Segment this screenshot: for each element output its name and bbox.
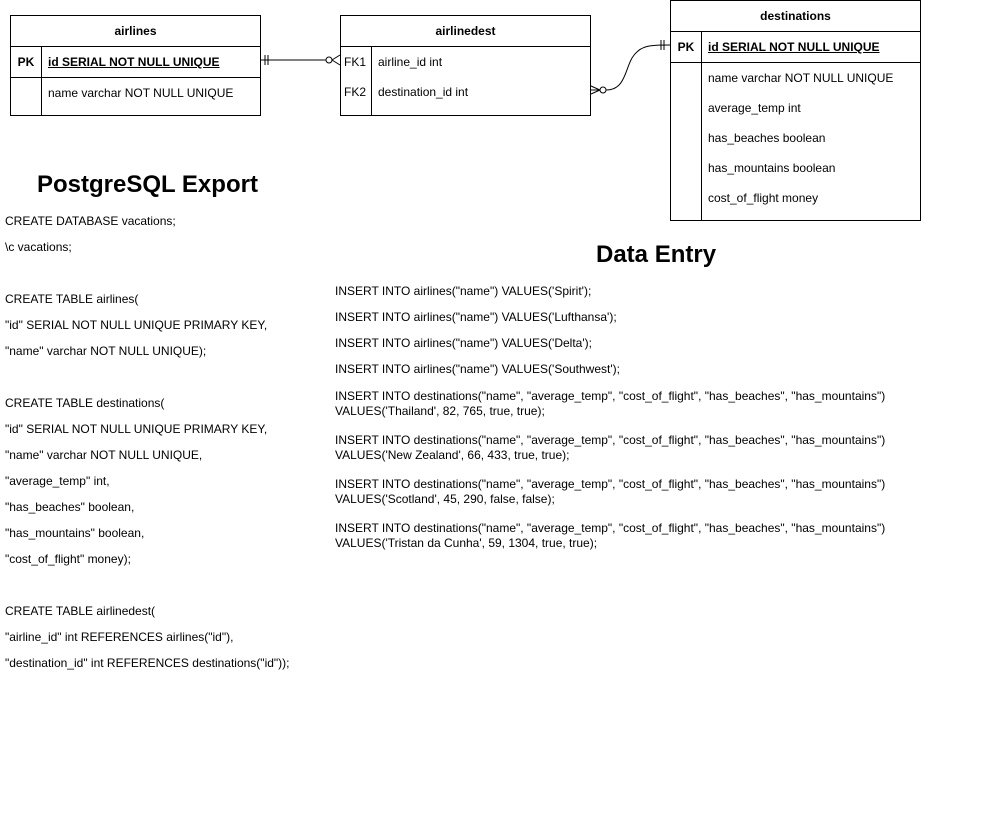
destinations-pk-row[interactable]: PK id SERIAL NOT NULL UNIQUE: [671, 32, 920, 63]
airlines-name-row[interactable]: name varchar NOT NULL UNIQUE: [11, 78, 260, 108]
entry-line: INSERT INTO destinations("name", "averag…: [335, 433, 886, 447]
export-line: "name" varchar NOT NULL UNIQUE,: [5, 448, 203, 462]
airlines-id-field: id SERIAL NOT NULL UNIQUE: [48, 55, 220, 69]
export-line: CREATE TABLE airlines(: [5, 292, 139, 306]
export-line: "id" SERIAL NOT NULL UNIQUE PRIMARY KEY,: [5, 422, 268, 436]
entry-line: INSERT INTO destinations("name", "averag…: [335, 521, 886, 535]
airlinedest-destination-id-field: destination_id int: [378, 85, 469, 99]
destinations-has-mountains-field: has_mountains boolean: [708, 161, 836, 175]
destinations-average-temp-field: average_temp int: [708, 101, 801, 115]
export-line: "name" varchar NOT NULL UNIQUE);: [5, 344, 207, 358]
entry-line: INSERT INTO destinations("name", "averag…: [335, 389, 886, 403]
destinations-table-title: destinations: [671, 1, 920, 32]
entry-line: VALUES('New Zealand', 66, 433, true, tru…: [335, 448, 570, 462]
airlinedest-destinations-relation: [590, 40, 671, 95]
airlines-name-field: name varchar NOT NULL UNIQUE: [48, 86, 234, 100]
fk1-label: FK1: [344, 55, 367, 69]
airlinedest-table-title: airlinedest: [341, 16, 590, 47]
airlines-airlinedest-relation: [261, 54, 341, 66]
key-column-divider: [371, 46, 372, 115]
key-column-divider: [41, 46, 42, 115]
data-entry-heading: Data Entry: [596, 241, 717, 268]
entry-line: VALUES('Tristan da Cunha', 59, 1304, tru…: [335, 536, 598, 550]
destinations-table[interactable]: destinations PK id SERIAL NOT NULL UNIQU…: [670, 0, 921, 221]
export-line: CREATE DATABASE vacations;: [5, 214, 176, 228]
destinations-field-row[interactable]: cost_of_flight money: [671, 183, 920, 213]
export-line: "cost_of_flight" money);: [5, 552, 131, 566]
export-line: "has_mountains" boolean,: [5, 526, 145, 540]
destinations-id-field: id SERIAL NOT NULL UNIQUE: [708, 40, 880, 54]
entry-line: INSERT INTO airlines("name") VALUES('Sou…: [335, 362, 620, 376]
destinations-field-row[interactable]: name varchar NOT NULL UNIQUE: [671, 63, 920, 93]
airlinedest-fk2-row[interactable]: FK2 destination_id int: [341, 77, 590, 107]
pk-label: PK: [17, 55, 35, 69]
export-line: "id" SERIAL NOT NULL UNIQUE PRIMARY KEY,: [5, 318, 268, 332]
export-heading: PostgreSQL Export: [37, 171, 258, 198]
destinations-field-row[interactable]: average_temp int: [671, 93, 920, 123]
destinations-cost-of-flight-field: cost_of_flight money: [708, 191, 819, 205]
airlinedest-airline-id-field: airline_id int: [378, 55, 443, 69]
airlines-table-title: airlines: [11, 16, 260, 47]
entry-line: INSERT INTO airlines("name") VALUES('Del…: [335, 336, 592, 350]
key-column-divider: [701, 31, 702, 220]
airlines-pk-row[interactable]: PK id SERIAL NOT NULL UNIQUE: [11, 47, 260, 78]
airlinedest-table[interactable]: airlinedest FK1 airline_id int FK2 desti…: [340, 15, 591, 116]
airlinedest-fk1-row[interactable]: FK1 airline_id int: [341, 47, 590, 77]
export-line: "has_beaches" boolean,: [5, 500, 135, 514]
entry-line: INSERT INTO airlines("name") VALUES('Luf…: [335, 310, 617, 324]
destinations-has-beaches-field: has_beaches boolean: [708, 131, 826, 145]
export-line: "airline_id" int REFERENCES airlines("id…: [5, 630, 234, 644]
export-line: \c vacations;: [5, 240, 72, 254]
export-line: "average_temp" int,: [5, 474, 110, 488]
destinations-field-row[interactable]: has_beaches boolean: [671, 123, 920, 153]
export-line: "destination_id" int REFERENCES destinat…: [5, 656, 290, 670]
entry-line: VALUES('Scotland', 45, 290, false, false…: [335, 492, 555, 506]
airlines-table[interactable]: airlines PK id SERIAL NOT NULL UNIQUE na…: [10, 15, 261, 116]
entry-line: INSERT INTO destinations("name", "averag…: [335, 477, 886, 491]
destinations-field-row[interactable]: has_mountains boolean: [671, 153, 920, 183]
entry-line: VALUES('Thailand', 82, 765, true, true);: [335, 404, 545, 418]
pk-label: PK: [677, 40, 695, 54]
fk2-label: FK2: [344, 85, 367, 99]
export-line: CREATE TABLE airlinedest(: [5, 604, 156, 618]
export-line: CREATE TABLE destinations(: [5, 396, 165, 410]
entry-line: INSERT INTO airlines("name") VALUES('Spi…: [335, 284, 592, 298]
destinations-name-field: name varchar NOT NULL UNIQUE: [708, 71, 894, 85]
